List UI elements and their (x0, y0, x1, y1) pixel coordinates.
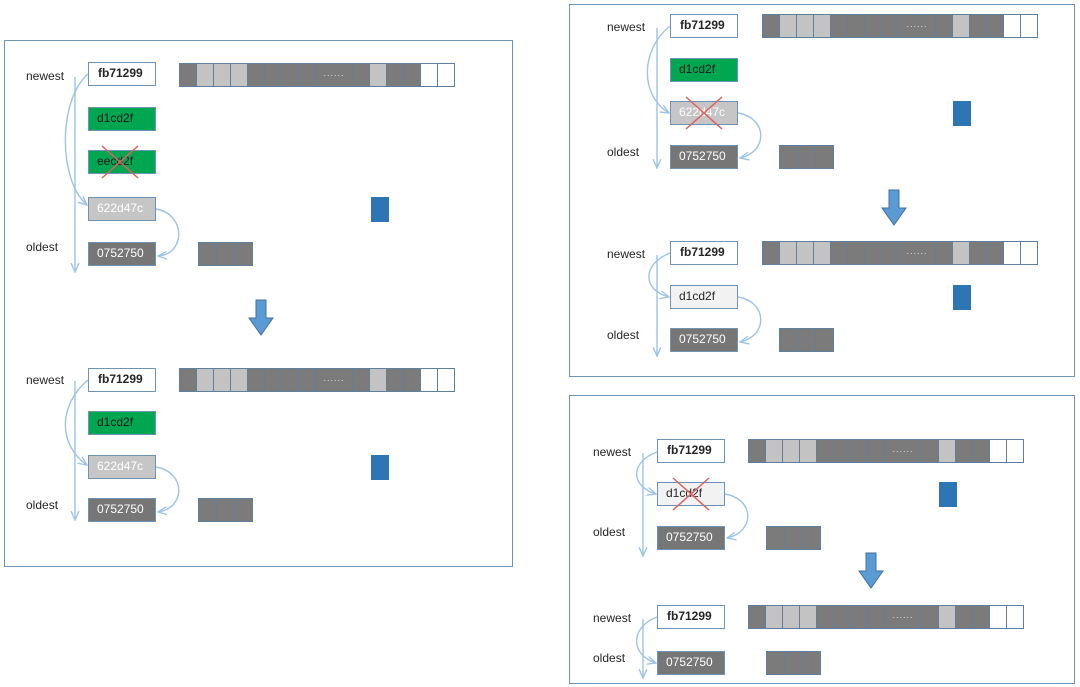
commit-622d47c: 622d47c (670, 101, 738, 125)
commit-fb71299: fb71299 (657, 439, 725, 463)
oldest-label: oldest (26, 498, 59, 512)
oldest-label: oldest (26, 240, 59, 254)
commit-0752750: 0752750 (657, 651, 725, 675)
commit-0752750: 0752750 (657, 526, 725, 550)
commit-fb71299: fb71299 (88, 62, 156, 86)
commit-0752750: 0752750 (88, 498, 156, 522)
top-right-panel (569, 4, 1075, 377)
oldest-label: oldest (607, 145, 640, 159)
long-cell-strip: ...... (179, 63, 455, 87)
dots-cell: ...... (898, 14, 936, 38)
commit-622d47c: 622d47c (88, 197, 156, 221)
newest-label: newest (593, 445, 632, 459)
commit-fb71299: fb71299 (670, 241, 738, 265)
commit-fb71299: fb71299 (88, 368, 156, 392)
left-panel (4, 40, 513, 567)
commit-eecd2f: eecd2f (88, 150, 156, 174)
commit-d1cd2f: d1cd2f (670, 285, 738, 309)
long-cell-strip: ...... (748, 439, 1024, 463)
oldest-label: oldest (593, 651, 626, 665)
newest-label: newest (607, 247, 646, 261)
commit-d1cd2f: d1cd2f (670, 58, 738, 82)
dots-cell: ...... (898, 241, 936, 265)
dots-cell: ...... (884, 605, 922, 629)
short-cell-strip (779, 328, 834, 352)
dots-cell: ...... (315, 63, 353, 87)
blue-block (939, 482, 957, 507)
commit-0752750: 0752750 (670, 145, 738, 169)
dots-cell: ...... (315, 368, 353, 392)
blue-block (371, 197, 389, 222)
short-cell-strip (766, 651, 821, 675)
newest-label: newest (593, 611, 632, 625)
commit-fb71299: fb71299 (657, 605, 725, 629)
blue-block (953, 285, 971, 310)
commit-d1cd2f: d1cd2f (88, 107, 156, 131)
long-cell-strip: ...... (179, 368, 455, 392)
short-cell-strip (766, 526, 821, 550)
commit-622d47c: 622d47c (88, 455, 156, 479)
oldest-label: oldest (607, 328, 640, 342)
commit-0752750: 0752750 (88, 242, 156, 266)
blue-block (953, 101, 971, 126)
commit-d1cd2f: d1cd2f (88, 411, 156, 435)
newest-label: newest (607, 20, 646, 34)
long-cell-strip: ...... (762, 14, 1038, 38)
long-cell-strip: ...... (762, 241, 1038, 265)
short-cell-strip (198, 498, 253, 522)
dots-cell: ...... (884, 439, 922, 463)
newest-label: newest (26, 373, 65, 387)
blue-block (371, 455, 389, 480)
short-cell-strip (198, 242, 253, 266)
commit-d1cd2f: d1cd2f (657, 482, 725, 506)
long-cell-strip: ...... (748, 605, 1024, 629)
commit-0752750: 0752750 (670, 328, 738, 352)
commit-fb71299: fb71299 (670, 14, 738, 38)
short-cell-strip (779, 145, 834, 169)
oldest-label: oldest (593, 525, 626, 539)
newest-label: newest (26, 69, 65, 83)
